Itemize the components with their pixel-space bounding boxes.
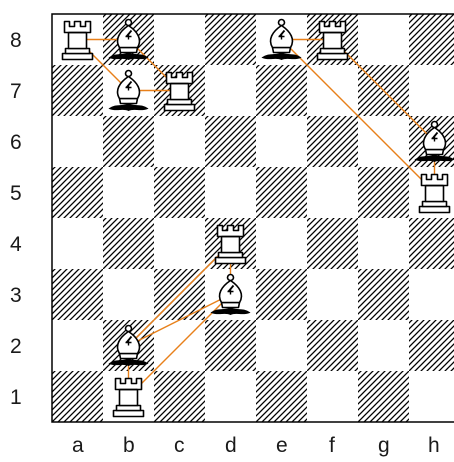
square-e6[interactable] (256, 116, 307, 167)
rank-labels: 8 7 6 5 4 3 2 1 (10, 29, 22, 409)
file-label-a: a (72, 434, 84, 457)
square-e7[interactable] (256, 65, 307, 116)
square-a5[interactable] (52, 167, 103, 218)
rank-label-7: 7 (10, 80, 22, 103)
square-g1[interactable] (358, 371, 409, 422)
square-h8[interactable] (409, 14, 454, 65)
rank-label-2: 2 (10, 335, 22, 358)
square-c6[interactable] (154, 116, 205, 167)
square-e3[interactable] (256, 269, 307, 320)
square-f2[interactable] (307, 320, 358, 371)
square-a1[interactable] (52, 371, 103, 422)
file-label-b: b (123, 434, 135, 457)
file-label-f: f (329, 434, 335, 457)
square-d8[interactable] (205, 14, 256, 65)
square-b6[interactable] (103, 116, 154, 167)
square-g8[interactable] (358, 14, 409, 65)
square-f1[interactable] (307, 371, 358, 422)
square-c1[interactable] (154, 371, 205, 422)
square-g2[interactable] (358, 320, 409, 371)
square-h3[interactable] (409, 269, 454, 320)
square-a2[interactable] (52, 320, 103, 371)
square-d1[interactable] (205, 371, 256, 422)
square-d2[interactable] (205, 320, 256, 371)
rank-label-5: 5 (10, 182, 22, 205)
square-f5[interactable] (307, 167, 358, 218)
square-d5[interactable] (205, 167, 256, 218)
square-h7[interactable] (409, 65, 454, 116)
square-e4[interactable] (256, 218, 307, 269)
file-label-e: e (276, 434, 288, 457)
square-e2[interactable] (256, 320, 307, 371)
square-d7[interactable] (205, 65, 256, 116)
square-b3[interactable] (103, 269, 154, 320)
square-g5[interactable] (358, 167, 409, 218)
square-h1[interactable] (409, 371, 454, 422)
square-b4[interactable] (103, 218, 154, 269)
square-c5[interactable] (154, 167, 205, 218)
file-label-c: c (174, 434, 185, 457)
square-d6[interactable] (205, 116, 256, 167)
rank-label-1: 1 (10, 386, 22, 409)
square-g3[interactable] (358, 269, 409, 320)
square-a3[interactable] (52, 269, 103, 320)
square-e5[interactable] (256, 167, 307, 218)
square-a4[interactable] (52, 218, 103, 269)
rank-label-4: 4 (10, 233, 22, 256)
rank-label-8: 8 (10, 29, 22, 52)
file-label-d: d (225, 434, 237, 457)
square-c8[interactable] (154, 14, 205, 65)
rank-label-6: 6 (10, 131, 22, 154)
square-f4[interactable] (307, 218, 358, 269)
square-e1[interactable] (256, 371, 307, 422)
rank-label-3: 3 (10, 284, 22, 307)
square-g4[interactable] (358, 218, 409, 269)
file-label-h: h (428, 434, 440, 457)
square-a6[interactable] (52, 116, 103, 167)
square-c4[interactable] (154, 218, 205, 269)
square-h4[interactable] (409, 218, 454, 269)
square-b5[interactable] (103, 167, 154, 218)
file-label-g: g (378, 434, 390, 457)
square-h2[interactable] (409, 320, 454, 371)
square-a7[interactable] (52, 65, 103, 116)
square-f6[interactable] (307, 116, 358, 167)
file-labels: a b c d e f g h (72, 434, 440, 457)
square-f3[interactable] (307, 269, 358, 320)
